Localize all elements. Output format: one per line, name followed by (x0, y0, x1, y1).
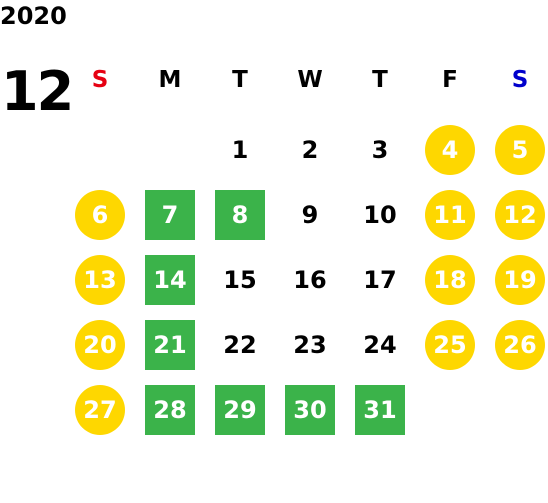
day-cell-29[interactable]: 29 (215, 385, 265, 435)
day-cell-26[interactable]: 26 (495, 320, 545, 370)
day-cell-14[interactable]: 14 (145, 255, 195, 305)
day-cell-8[interactable]: 8 (215, 190, 265, 240)
day-cell-23[interactable]: 23 (293, 331, 327, 359)
day-cell-27[interactable]: 27 (75, 385, 125, 435)
day-cell-2[interactable]: 2 (301, 136, 319, 164)
weekday-header-tuesday: T (232, 66, 248, 93)
day-cell-24[interactable]: 24 (363, 331, 397, 359)
weekday-header-monday: M (158, 66, 182, 93)
day-cell-25[interactable]: 25 (425, 320, 475, 370)
day-cell-13[interactable]: 13 (75, 255, 125, 305)
day-cell-1[interactable]: 1 (231, 136, 249, 164)
day-cell-19[interactable]: 19 (495, 255, 545, 305)
weekday-header-sunday: S (91, 66, 109, 93)
day-cell-3[interactable]: 3 (371, 136, 389, 164)
day-cell-10[interactable]: 10 (363, 201, 397, 229)
day-cell-22[interactable]: 22 (223, 331, 257, 359)
day-cell-11[interactable]: 11 (425, 190, 475, 240)
weekday-header-friday: F (442, 66, 458, 93)
day-cell-31[interactable]: 31 (355, 385, 405, 435)
year-label: 2020 (0, 2, 67, 30)
day-cell-30[interactable]: 30 (285, 385, 335, 435)
day-cell-5[interactable]: 5 (495, 125, 545, 175)
day-cell-17[interactable]: 17 (363, 266, 397, 294)
month-number: 12 (1, 60, 74, 123)
day-cell-12[interactable]: 12 (495, 190, 545, 240)
day-cell-7[interactable]: 7 (145, 190, 195, 240)
day-cell-16[interactable]: 16 (293, 266, 327, 294)
day-cell-4[interactable]: 4 (425, 125, 475, 175)
weekday-header-thursday: T (372, 66, 388, 93)
day-cell-28[interactable]: 28 (145, 385, 195, 435)
day-cell-15[interactable]: 15 (223, 266, 257, 294)
weekday-header-wednesday: W (297, 66, 323, 93)
day-cell-9[interactable]: 9 (301, 201, 319, 229)
day-cell-6[interactable]: 6 (75, 190, 125, 240)
day-cell-18[interactable]: 18 (425, 255, 475, 305)
weekday-header-saturday: S (511, 66, 529, 93)
day-cell-21[interactable]: 21 (145, 320, 195, 370)
day-cell-20[interactable]: 20 (75, 320, 125, 370)
